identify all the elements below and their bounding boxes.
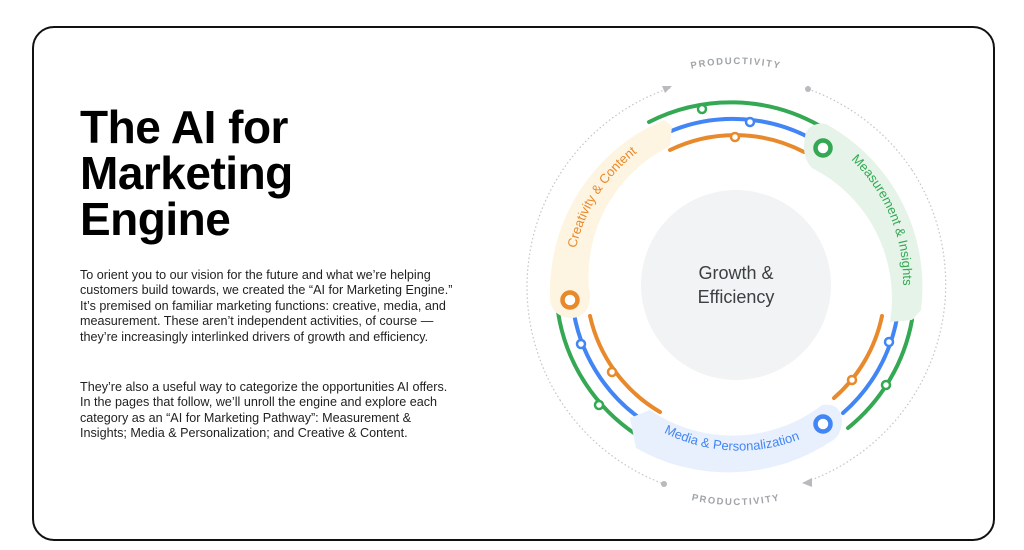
segment-media-personalization[interactable]: Media & Personalization: [630, 404, 842, 473]
ring-dot-top: [805, 86, 811, 92]
node-blue-right: [883, 336, 895, 348]
node-orange-top: [729, 131, 741, 143]
track-orange-right: [832, 314, 884, 400]
center-label-line-1: Growth &: [698, 263, 773, 283]
creativity-node-icon: [560, 290, 580, 310]
productivity-label-bottom: PRODUCTIVITY: [691, 492, 782, 508]
center-hub: Growth & Efficiency: [641, 190, 831, 380]
measurement-node-icon: [813, 138, 833, 158]
center-label-line-2: Efficiency: [698, 287, 775, 307]
node-orange-left: [606, 366, 618, 378]
node-blue-left: [575, 338, 587, 350]
node-blue-top: [744, 116, 756, 128]
title-line-3: Engine: [80, 193, 231, 245]
track-blue-top: [658, 116, 814, 141]
title-line-1: The AI for: [80, 101, 288, 153]
track-blue-right: [841, 316, 899, 415]
title-line-2: Marketing: [80, 147, 293, 199]
pathways-paragraph: They’re also a useful way to categorize …: [80, 380, 448, 441]
node-green-right: [880, 379, 892, 391]
track-orange-left: [588, 314, 662, 414]
intro-paragraph: To orient you to our vision for the futu…: [80, 268, 453, 344]
node-green-top: [696, 103, 708, 115]
media-node-icon: [813, 414, 833, 434]
node-orange-right: [846, 374, 858, 386]
productivity-ring: PRODUCTIVITY PRODUCTIVITY: [526, 56, 947, 508]
arrow-bottom-icon: [802, 478, 812, 487]
track-green-top: [647, 100, 822, 128]
ring-dot-bottom: [661, 481, 667, 487]
node-green-left: [593, 399, 605, 411]
content-card: [32, 26, 995, 541]
track-nodes: [575, 103, 895, 411]
productivity-label-top: PRODUCTIVITY: [690, 56, 782, 72]
track-green-right: [846, 318, 914, 430]
page-title: The AI for Marketing Engine: [80, 104, 410, 242]
track-green-left: [556, 310, 642, 439]
arrow-top-icon: [662, 86, 672, 93]
